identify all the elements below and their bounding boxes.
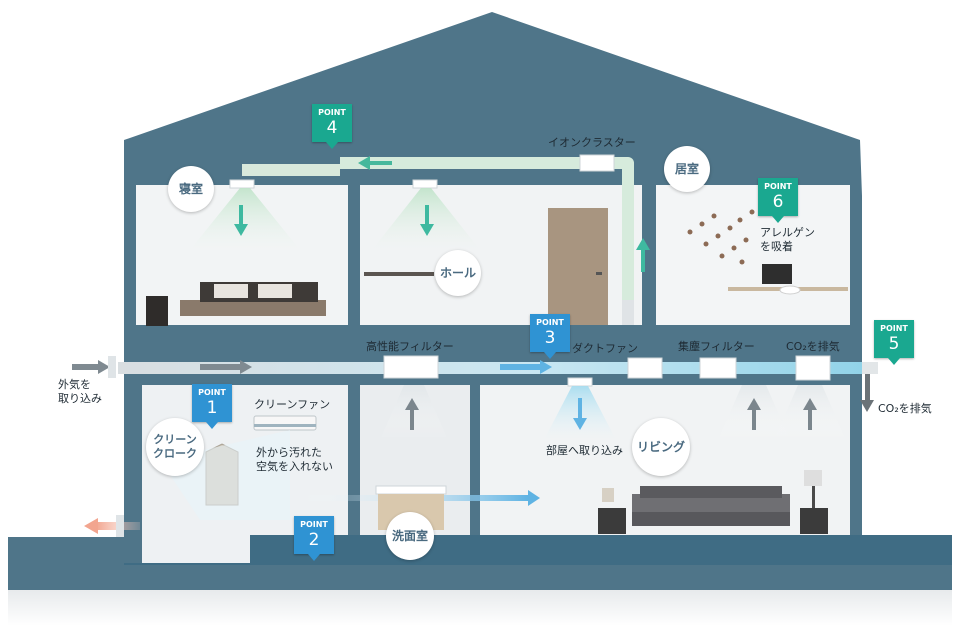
label-duct-fan: ダクトファン — [572, 342, 638, 355]
point-badge-6: POINT 6 — [758, 178, 798, 223]
label-dust-filter: 集塵フィルター — [678, 340, 755, 353]
label-into-room: 部屋へ取り込み — [546, 444, 623, 457]
room-label-bedroom: 寝室 — [168, 166, 214, 212]
point-word: POINT — [764, 182, 792, 191]
point-word: POINT — [318, 108, 346, 117]
room-label-washroom: 洗面室 — [386, 512, 434, 560]
point-number: 4 — [326, 118, 338, 138]
point-badge-1: POINT 1 — [192, 384, 232, 429]
label-co2-exhaust-outside: CO₂を排気 — [878, 402, 932, 415]
label-ion-cluster: イオンクラスター — [548, 136, 636, 149]
point-badge-3: POINT 3 — [530, 314, 570, 359]
room-label-living: リビング — [632, 418, 690, 476]
label-allergen: アレルゲン を吸着 — [760, 226, 815, 253]
point-number: 2 — [308, 530, 320, 550]
point-word: POINT — [880, 324, 908, 333]
room-label-living-room: 居室 — [664, 146, 710, 192]
point-badge-4: POINT 4 — [312, 104, 352, 149]
label-no-dirty-air: 外から汚れた 空気を入れない — [256, 446, 333, 473]
point-word: POINT — [198, 388, 226, 397]
room-label-clean-cloak: クリーン クローク — [146, 418, 204, 476]
point-number: 3 — [544, 328, 556, 348]
point-badge-2: POINT 2 — [294, 516, 334, 561]
point-number: 1 — [206, 398, 218, 418]
point-word: POINT — [300, 520, 328, 529]
point-word: POINT — [536, 318, 564, 327]
label-co2-exhaust-inside: CO₂を排気 — [786, 340, 840, 353]
point-number: 6 — [772, 192, 784, 212]
point-number: 5 — [888, 334, 900, 354]
point-badge-5: POINT 5 — [874, 320, 914, 365]
label-hepa-filter: 高性能フィルター — [366, 340, 454, 353]
label-outdoor-intake: 外気を 取り込み — [58, 378, 102, 405]
room-label-hall: ホール — [435, 250, 481, 296]
label-clean-fan: クリーンファン — [254, 398, 331, 411]
